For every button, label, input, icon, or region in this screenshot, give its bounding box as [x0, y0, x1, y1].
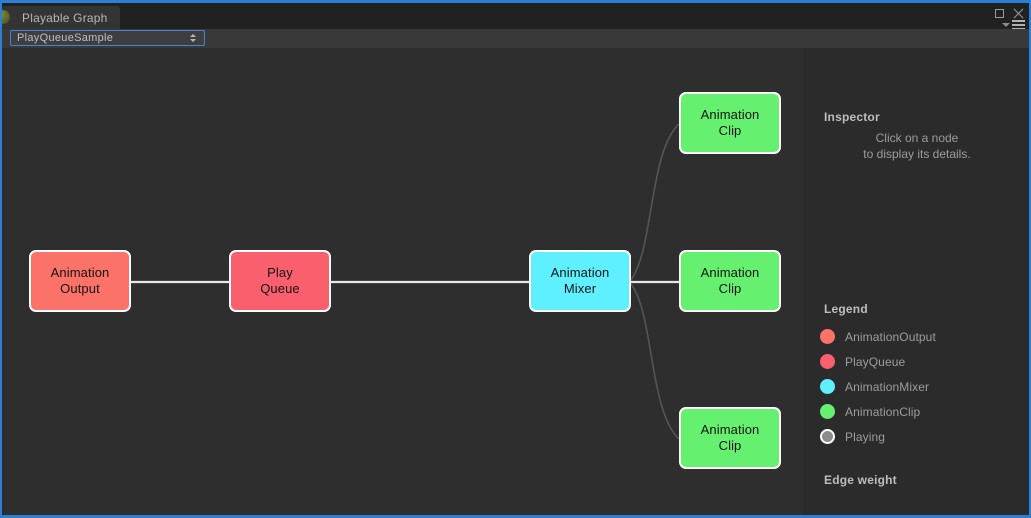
legend-title: Legend: [824, 302, 868, 316]
legend-swatch-icon: [820, 379, 835, 394]
node-label-line2: Queue: [260, 281, 300, 296]
node-label-line2: Clip: [718, 281, 742, 296]
graph-select-value: PlayQueueSample: [17, 32, 114, 44]
graph-toolbar: PlayQueueSample: [2, 29, 1029, 48]
edge-weight-title: Edge weight: [824, 473, 897, 487]
node-label-line2: Mixer: [563, 281, 597, 296]
graph-edge: [630, 123, 680, 281]
graph-edges: [131, 123, 680, 440]
legend-swatch-icon: [820, 354, 835, 369]
legend-item: AnimationClip: [820, 399, 1020, 424]
window-titlebar: Playable Graph: [2, 0, 1029, 30]
graph-edge: [630, 283, 680, 440]
node-label-line1: Animation: [50, 265, 110, 280]
legend-item: AnimationMixer: [820, 374, 1020, 399]
maximize-icon[interactable]: [995, 9, 1004, 18]
legend-item-label: AnimationOutput: [845, 329, 936, 344]
legend-swatch-icon: [820, 429, 835, 444]
legend-item-label: PlayQueue: [845, 354, 906, 369]
chevron-down-icon: [1002, 23, 1010, 27]
legend-item: PlayQueue: [820, 349, 1020, 374]
graph-select-dropdown[interactable]: PlayQueueSample: [10, 30, 205, 46]
inspector-hint-line2: to display its details.: [863, 147, 971, 161]
updown-arrows-icon: [190, 34, 196, 42]
legend-swatch-icon: [820, 404, 835, 419]
inspector-hint: Click on a node to display its details.: [803, 130, 1029, 162]
node-label-line2: Clip: [718, 438, 742, 453]
inspector-hint-line1: Click on a node: [875, 131, 959, 145]
legend-item: Playing: [820, 424, 1020, 449]
node-label-line1: Animation: [700, 422, 760, 437]
legend-item: AnimationOutput: [820, 324, 1020, 349]
edge-weight-scale: 0 1: [803, 491, 1029, 515]
node-label-line1: Animation: [550, 265, 610, 280]
node-label-line1: Animation: [700, 107, 760, 122]
tab-label: Playable Graph: [22, 10, 108, 25]
node-label-line2: Output: [60, 281, 100, 296]
side-panel: Inspector Click on a node to display its…: [803, 48, 1029, 515]
inspector-title: Inspector: [824, 110, 880, 124]
tab-playable-graph[interactable]: Playable Graph: [2, 6, 120, 29]
playable-graph-icon: [2, 10, 10, 24]
close-icon[interactable]: [1013, 8, 1024, 19]
legend-item-label: AnimationMixer: [845, 379, 930, 394]
node-label-line2: Clip: [718, 123, 742, 138]
legend-item-label: AnimationClip: [845, 404, 921, 419]
node-label-line1: Play: [267, 265, 293, 280]
node-label-line1: Animation: [700, 265, 760, 280]
legend-swatch-icon: [820, 329, 835, 344]
window-controls: [995, 8, 1024, 19]
legend-item-label: Playing: [845, 429, 886, 444]
